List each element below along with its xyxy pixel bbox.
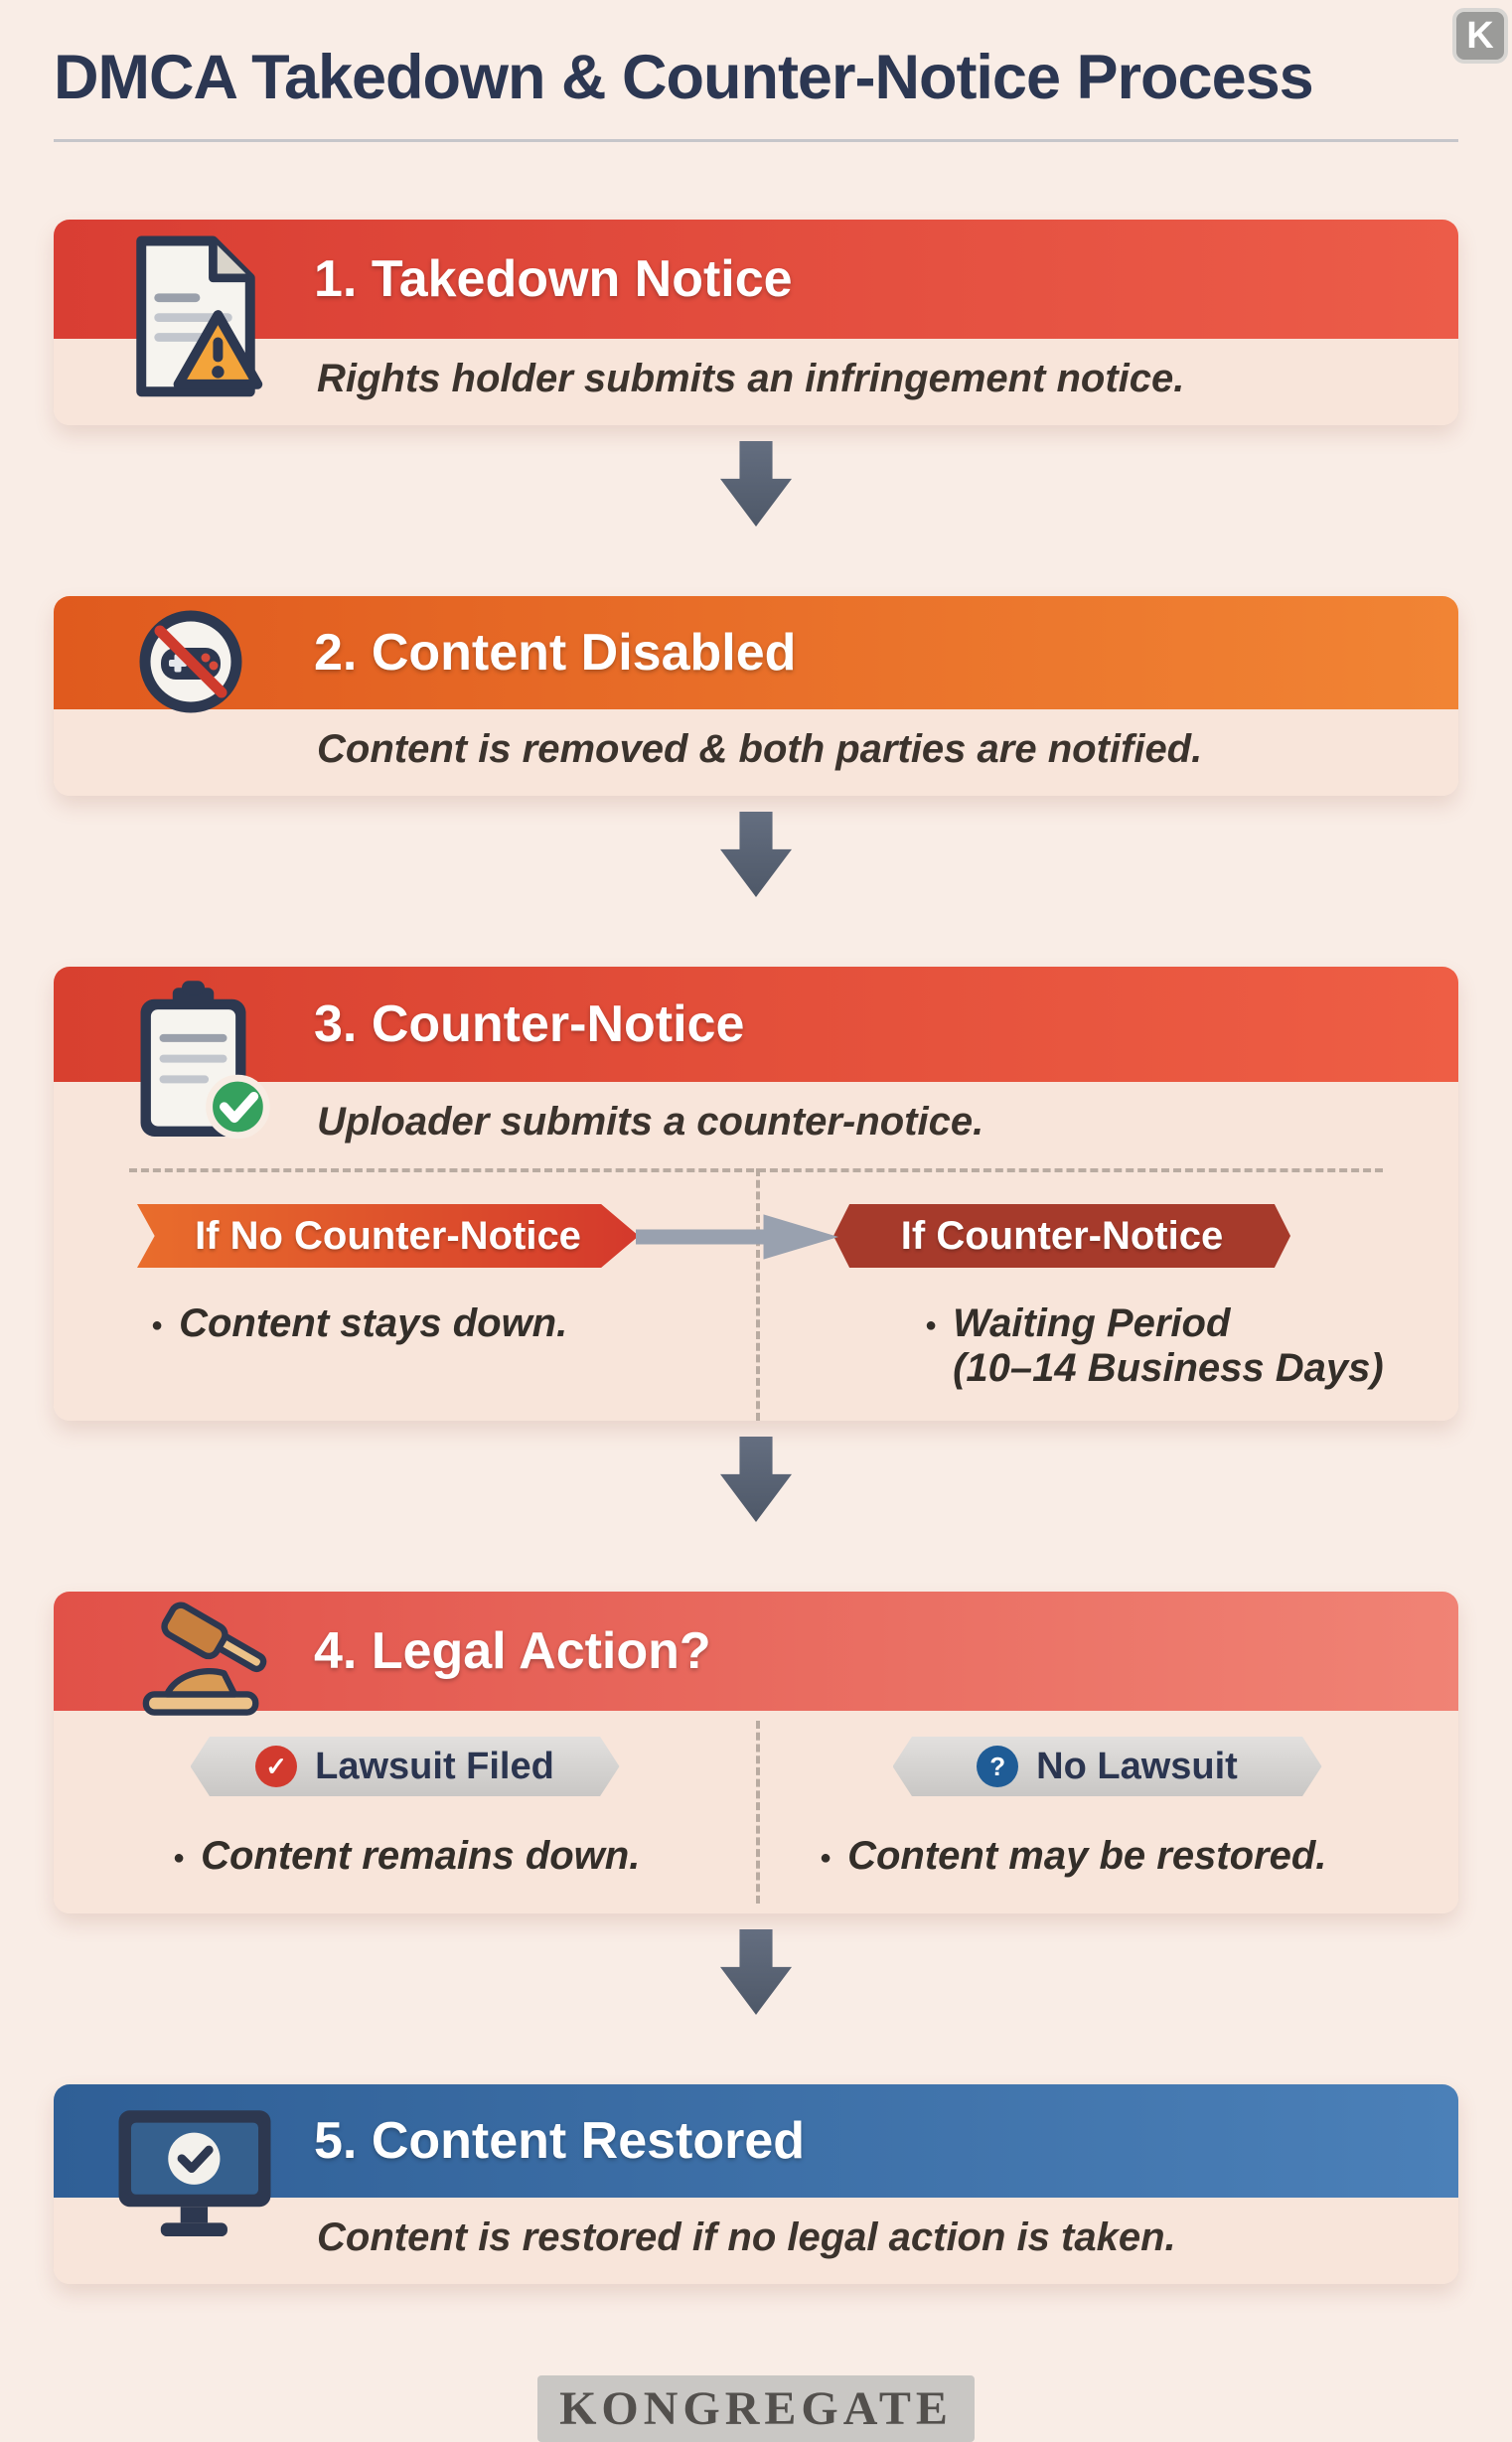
- branch-no-counter-notice: If No Counter-Notice ● Content stays dow…: [54, 1204, 756, 1391]
- no-counter-notice-ribbon: If No Counter-Notice: [137, 1204, 639, 1268]
- no-lawsuit-bullet-text: Content may be restored.: [847, 1834, 1327, 1878]
- monitor-check-icon: [111, 2104, 278, 2251]
- waiting-period-title: Waiting Period: [953, 1301, 1231, 1345]
- counter-notice-ribbon: If Counter-Notice: [833, 1204, 1290, 1268]
- down-arrow-icon: [720, 1929, 792, 2015]
- step-3-detail-panel: Uploader submits a counter-notice. If No…: [54, 1082, 1458, 1421]
- infographic-page: K DMCA Takedown & Counter-Notice Process…: [54, 8, 1508, 2442]
- footer: KONGREGATE: [54, 2375, 1458, 2442]
- down-arrow-icon: [720, 1437, 792, 1522]
- no-lawsuit-bullet: ● Content may be restored.: [820, 1834, 1458, 1882]
- step-4-title: 4. Legal Action?: [314, 1622, 711, 1680]
- no-counter-notice-bullet: ● Content stays down.: [151, 1301, 756, 1349]
- counter-notice-bullet: ● Waiting Period(10–14 Business Days): [925, 1301, 1458, 1391]
- step-2-description: Content is removed & both parties are no…: [317, 727, 1203, 771]
- page-title: DMCA Takedown & Counter-Notice Process: [54, 43, 1314, 112]
- step-4-outcomes: ✓ Lawsuit Filed ● Content remains down. …: [54, 1721, 1458, 1904]
- step-1-takedown-notice: 1. Takedown Notice Rights holder submits…: [54, 220, 1458, 425]
- step-4-banner: 4. Legal Action?: [54, 1592, 1458, 1711]
- bullet-dot: ●: [151, 1314, 164, 1336]
- step-5-description: Content is restored if no legal action i…: [317, 2215, 1176, 2259]
- step-5-title: 5. Content Restored: [314, 2112, 806, 2170]
- outcome-lawsuit-filed: ✓ Lawsuit Filed ● Content remains down.: [54, 1737, 756, 1882]
- no-counter-notice-bullet-text: Content stays down.: [179, 1301, 568, 1345]
- red-check-icon: ✓: [255, 1746, 298, 1787]
- logo-letter: K: [1466, 14, 1494, 57]
- step-2-banner: 2. Content Disabled: [54, 596, 1458, 709]
- waiting-period-detail: (10–14 Business Days): [953, 1346, 1384, 1390]
- step-3-description: Uploader submits a counter-notice.: [317, 1100, 984, 1144]
- step-1-banner: 1. Takedown Notice: [54, 220, 1458, 339]
- gavel-icon: [137, 1600, 296, 1726]
- lawsuit-filed-bullet-text: Content remains down.: [201, 1834, 641, 1878]
- step-3-banner: 3. Counter-Notice: [54, 967, 1458, 1082]
- counter-notice-label: If Counter-Notice: [900, 1213, 1224, 1258]
- step-2-content-disabled: 2. Content Disabled Content is removed &…: [54, 596, 1458, 796]
- no-lawsuit-badge: ? No Lawsuit: [892, 1737, 1322, 1796]
- step-4-legal-action: 4. Legal Action? ✓ Lawsuit Filed ● Conte…: [54, 1592, 1458, 1913]
- step-1-description: Rights holder submits an infringement no…: [317, 357, 1185, 400]
- step-1-title: 1. Takedown Notice: [314, 250, 793, 308]
- step-3-counter-notice: 3. Counter-Notice Uploader submits a cou…: [54, 967, 1458, 1421]
- bullet-dot: ●: [820, 1847, 832, 1869]
- step-1-description-panel: Rights holder submits an infringement no…: [54, 339, 1458, 425]
- lawsuit-filed-badge: ✓ Lawsuit Filed: [190, 1737, 620, 1796]
- kongregate-wordmark: KONGREGATE: [537, 2375, 975, 2442]
- step-2-title: 2. Content Disabled: [314, 624, 797, 682]
- dashed-divider-vertical: [756, 1168, 760, 1421]
- step-2-description-panel: Content is removed & both parties are no…: [54, 709, 1458, 796]
- document-warning-icon: [121, 233, 270, 405]
- clipboard-check-icon: [129, 979, 272, 1149]
- title-divider: [54, 139, 1458, 142]
- no-counter-notice-label: If No Counter-Notice: [195, 1213, 581, 1258]
- step-5-description-panel: Content is restored if no legal action i…: [54, 2198, 1458, 2284]
- step-5-banner: 5. Content Restored: [54, 2084, 1458, 2198]
- dashed-divider-vertical: [756, 1721, 760, 1904]
- branch-counter-notice: If Counter-Notice ● Waiting Period(10–14…: [756, 1204, 1458, 1391]
- controller-banned-icon: [135, 606, 246, 722]
- bullet-dot: ●: [925, 1314, 938, 1336]
- step-4-outcomes-panel: ✓ Lawsuit Filed ● Content remains down. …: [54, 1711, 1458, 1913]
- step-3-title: 3. Counter-Notice: [314, 995, 745, 1053]
- outcome-no-lawsuit: ? No Lawsuit ● Content may be restored.: [756, 1737, 1458, 1882]
- step-5-content-restored: 5. Content Restored Content is restored …: [54, 2084, 1458, 2284]
- down-arrow-icon: [720, 441, 792, 527]
- kongregate-k-logo-icon: K: [1452, 8, 1508, 64]
- down-arrow-icon: [720, 812, 792, 897]
- lawsuit-filed-bullet: ● Content remains down.: [173, 1834, 756, 1882]
- question-icon: ?: [977, 1746, 1019, 1787]
- lawsuit-filed-label: Lawsuit Filed: [315, 1745, 554, 1787]
- no-lawsuit-label: No Lawsuit: [1036, 1745, 1238, 1787]
- waiting-period-text: Waiting Period(10–14 Business Days): [953, 1301, 1384, 1391]
- step-3-branches: If No Counter-Notice ● Content stays dow…: [54, 1168, 1458, 1421]
- bullet-dot: ●: [173, 1847, 186, 1869]
